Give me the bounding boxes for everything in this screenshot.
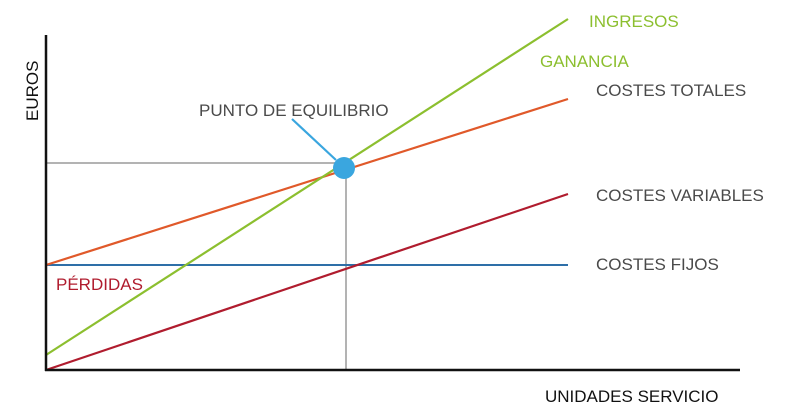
ganancia-label: GANANCIA (540, 52, 629, 71)
costes-fijos-label: COSTES FIJOS (596, 255, 719, 274)
x-axis-label: UNIDADES SERVICIO (545, 387, 719, 406)
perdidas-label: PÉRDIDAS (56, 275, 143, 294)
break-even-point-marker (333, 157, 355, 179)
break-even-callout-line (291, 118, 337, 161)
costes-variables-label: COSTES VARIABLES (596, 186, 764, 205)
ingresos-line (45, 18, 569, 356)
y-axis-label: EUROS (23, 61, 42, 121)
punto-equilibrio-label: PUNTO DE EQUILIBRIO (199, 101, 389, 120)
costes-totales-line (45, 97, 569, 267)
costes-variables-line (45, 192, 569, 372)
ingresos-label: INGRESOS (589, 12, 679, 31)
costes-totales-label: COSTES TOTALES (596, 81, 746, 100)
